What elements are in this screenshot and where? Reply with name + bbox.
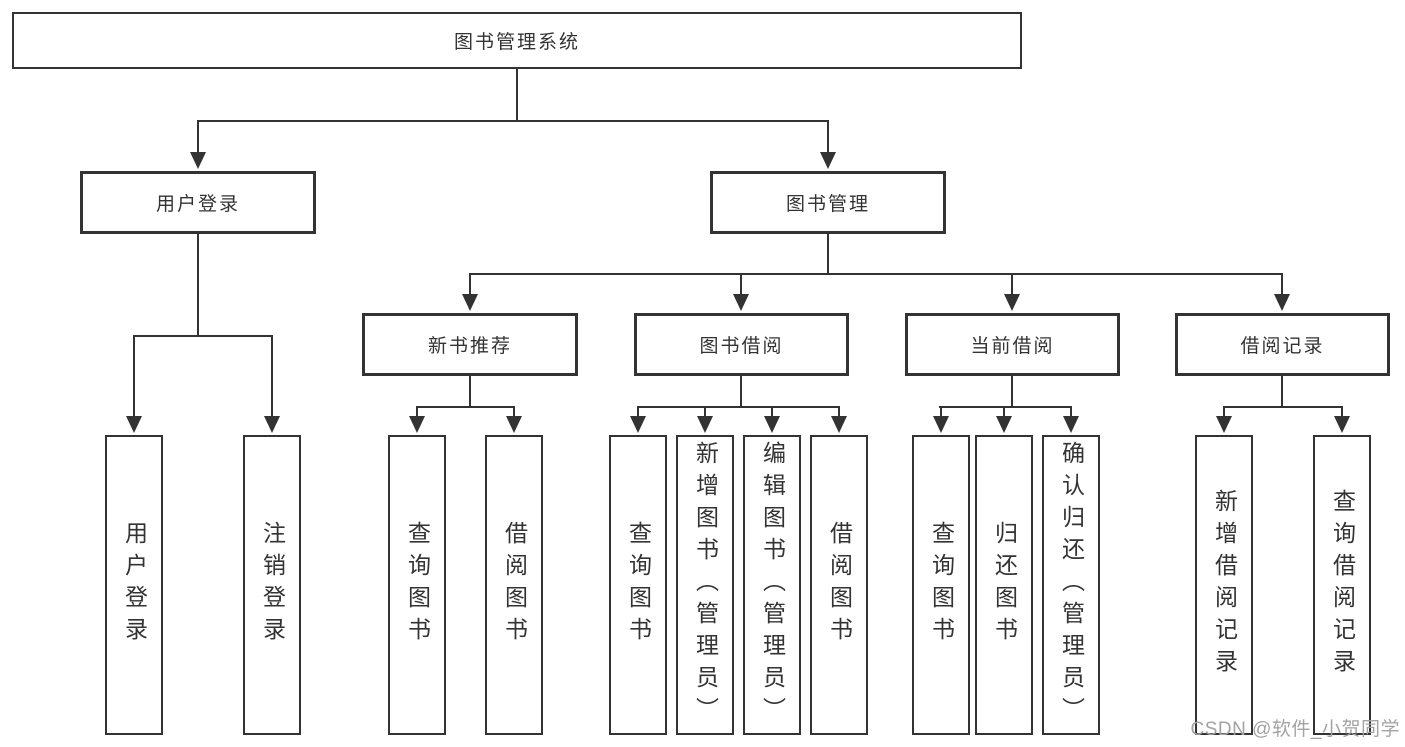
node-leaf-bb-borrow-book: 借阅图书	[810, 435, 868, 735]
connector-userlogin-to-children	[126, 234, 280, 433]
node-leaf-login-label: 用户登录	[121, 521, 148, 649]
node-leaf-logout-label: 注销登录	[259, 521, 286, 649]
node-leaf-bb-edit-book: 编辑图书（管理员）	[743, 435, 801, 735]
node-leaf-br-query-record-label: 查询借阅记录	[1329, 489, 1356, 681]
node-leaf-rec-query-book-label: 查询图书	[404, 521, 431, 649]
node-current-borrow-label: 当前借阅	[970, 336, 1055, 357]
node-root: 图书管理系统	[12, 12, 1022, 69]
node-current-borrow: 当前借阅	[905, 313, 1120, 376]
connector-root-to-level2	[190, 68, 836, 169]
node-leaf-login: 用户登录	[105, 435, 163, 735]
node-leaf-bb-query-book: 查询图书	[609, 435, 667, 735]
node-book-borrow-label: 图书借阅	[699, 336, 784, 357]
node-new-book-rec: 新书推荐	[362, 313, 578, 376]
node-leaf-bb-edit-book-label: 编辑图书（管理员）	[759, 441, 786, 729]
node-leaf-bb-add-book-label: 新增图书（管理员）	[692, 441, 719, 729]
node-leaf-bb-borrow-book-label: 借阅图书	[826, 521, 853, 649]
node-leaf-br-query-record: 查询借阅记录	[1313, 435, 1371, 735]
node-user-login: 用户登录	[80, 171, 316, 234]
node-borrow-records-label: 借阅记录	[1240, 336, 1325, 357]
node-leaf-rec-borrow-book-label: 借阅图书	[501, 521, 528, 649]
node-book-mgmt: 图书管理	[710, 171, 946, 234]
node-leaf-bb-add-book: 新增图书（管理员）	[676, 435, 734, 735]
node-root-label: 图书管理系统	[453, 32, 580, 53]
node-user-login-label: 用户登录	[155, 194, 240, 215]
node-leaf-rec-query-book: 查询图书	[388, 435, 446, 735]
node-leaf-cb-return-book: 归还图书	[975, 435, 1033, 735]
node-leaf-br-add-record-label: 新增借阅记录	[1211, 489, 1238, 681]
node-leaf-cb-confirm-return-label: 确认归还（管理员）	[1058, 441, 1085, 729]
node-leaf-logout: 注销登录	[243, 435, 301, 735]
node-book-borrow: 图书借阅	[634, 313, 849, 376]
node-borrow-records: 借阅记录	[1175, 313, 1390, 376]
node-book-mgmt-label: 图书管理	[785, 194, 870, 215]
node-leaf-cb-return-book-label: 归还图书	[991, 521, 1018, 649]
connector-bookborrow-to-children	[630, 376, 847, 433]
node-leaf-cb-query-book: 查询图书	[912, 435, 970, 735]
node-leaf-cb-confirm-return: 确认归还（管理员）	[1042, 435, 1100, 735]
connector-bookmgmt-to-level3	[462, 234, 1290, 311]
connector-newbookrec-to-children	[409, 376, 522, 433]
node-leaf-rec-borrow-book: 借阅图书	[485, 435, 543, 735]
connector-borrowrecords-to-children	[1216, 376, 1350, 433]
node-new-book-rec-label: 新书推荐	[427, 336, 512, 357]
connector-currentborrow-to-children	[933, 376, 1079, 433]
node-leaf-cb-query-book-label: 查询图书	[928, 521, 955, 649]
watermark: CSDN @软件_小贺同学	[1190, 719, 1400, 740]
node-leaf-bb-query-book-label: 查询图书	[625, 521, 652, 649]
node-leaf-br-add-record: 新增借阅记录	[1195, 435, 1253, 735]
